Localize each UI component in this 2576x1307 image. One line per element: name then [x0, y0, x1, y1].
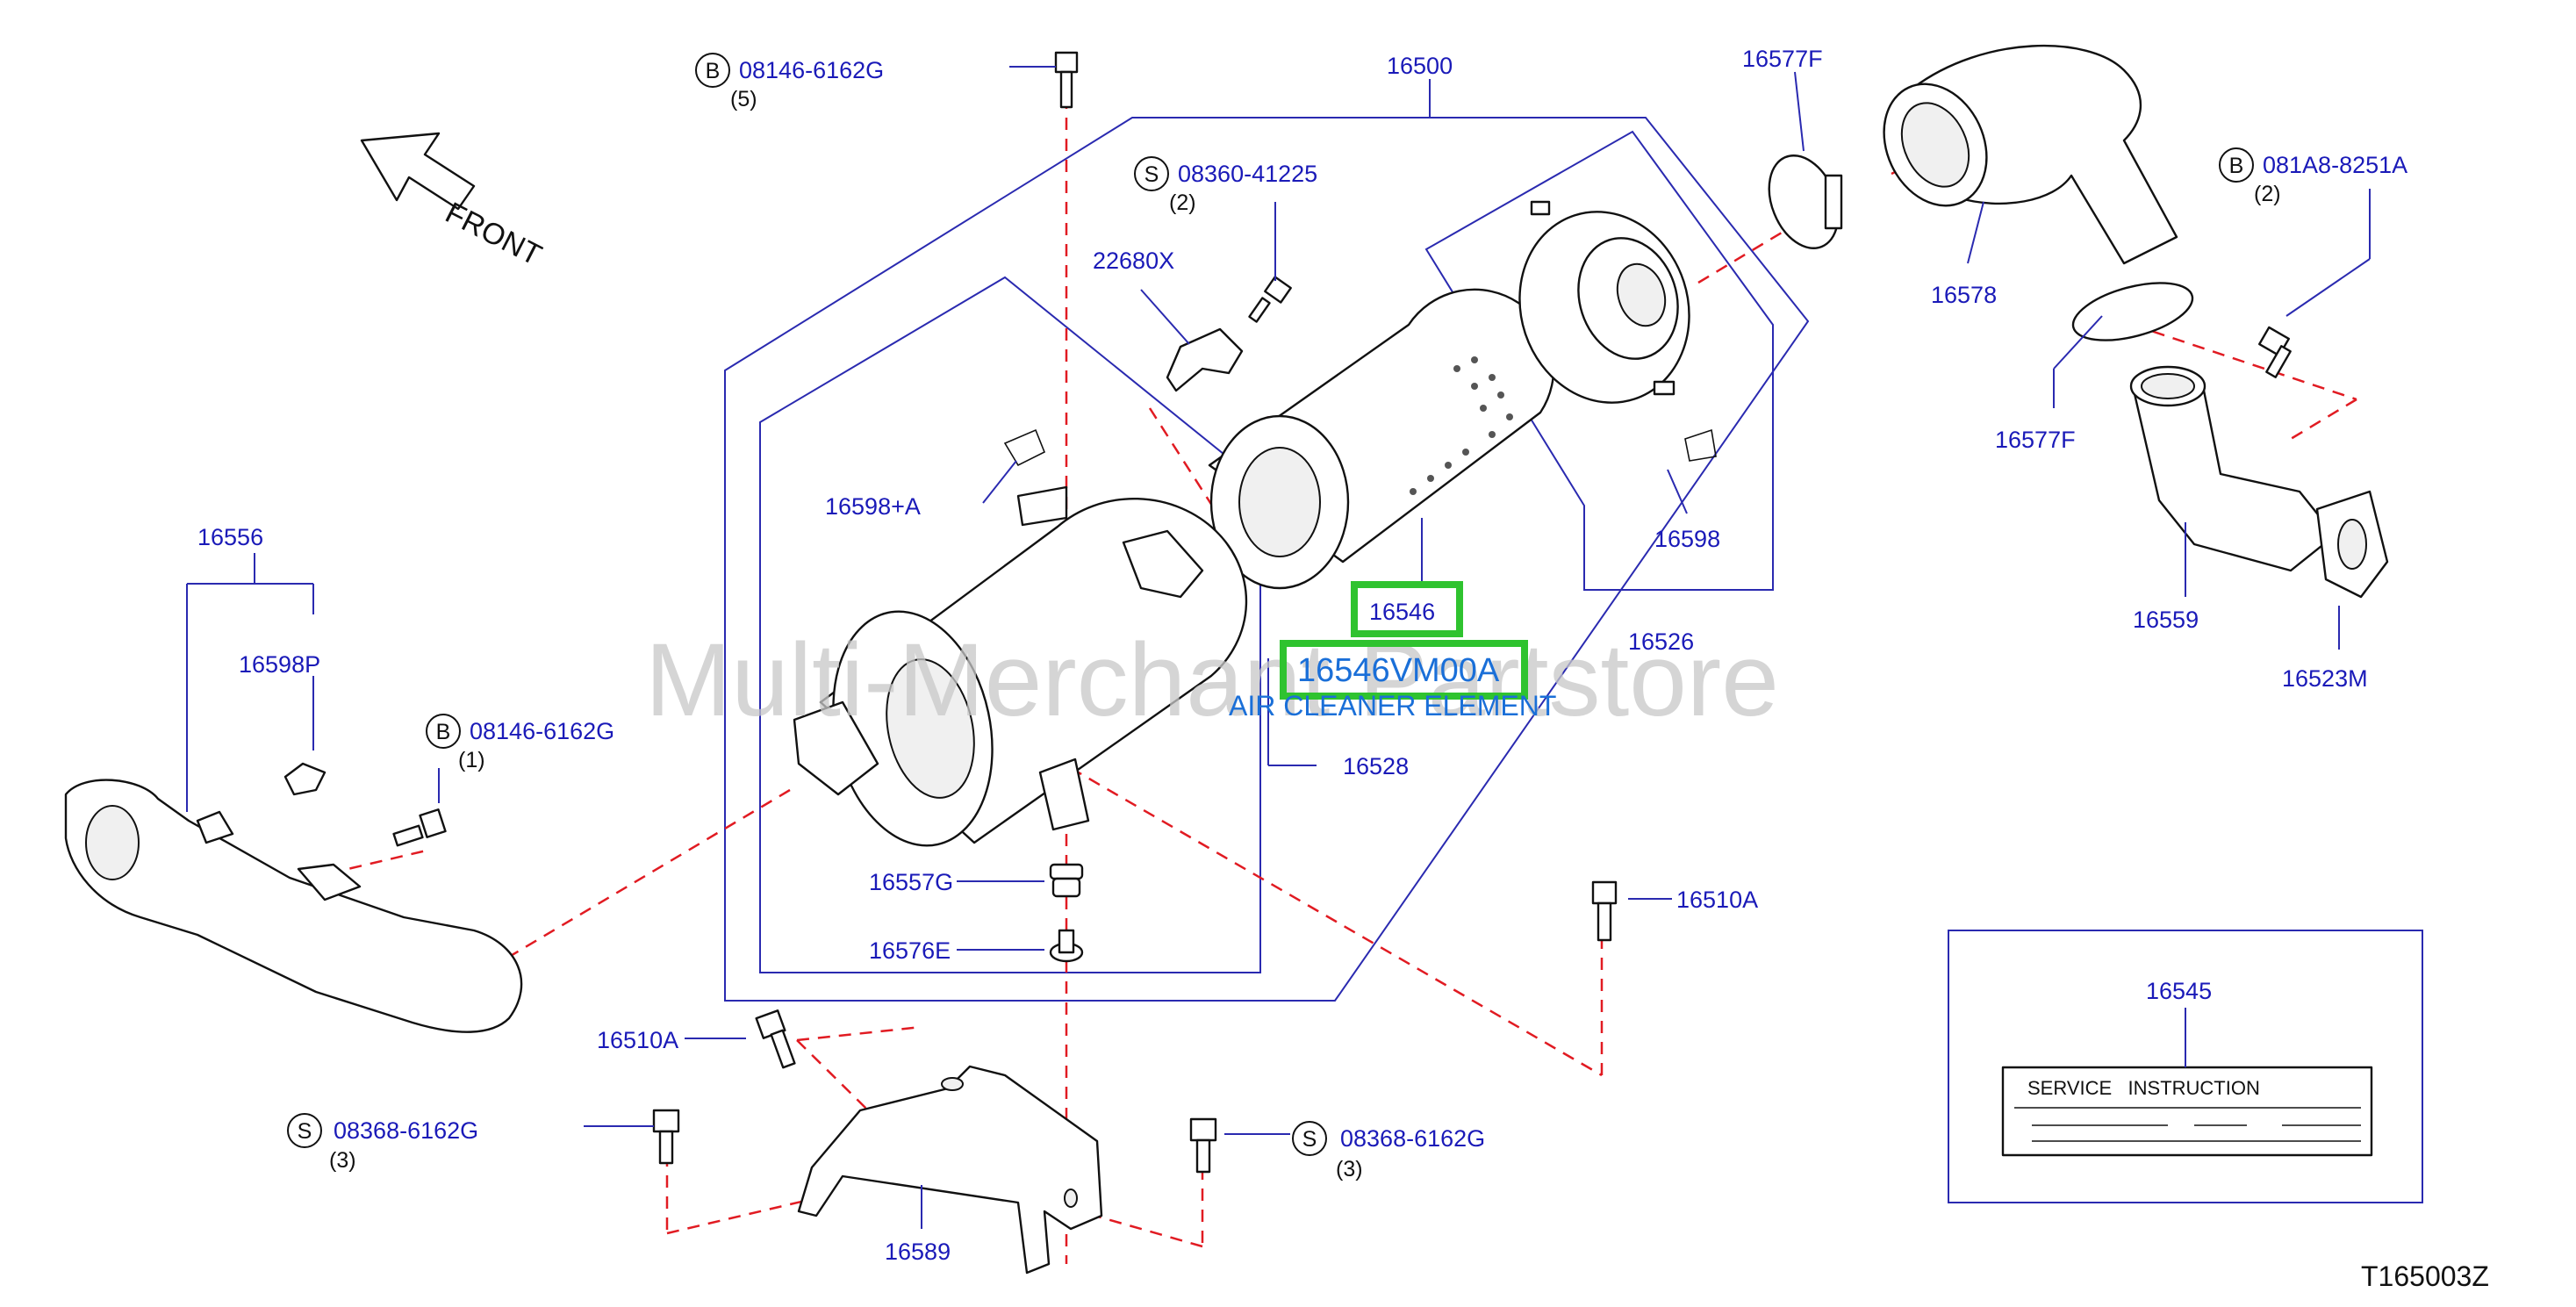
bolt-08146-top	[1054, 51, 1079, 109]
subframe-16528	[759, 276, 1261, 973]
bolt-081A8	[2258, 326, 2292, 378]
screw-08360	[1248, 276, 1292, 323]
hose-clamp-16577F-low	[2071, 282, 2194, 341]
air-cleaner-body-16528	[793, 485, 1248, 847]
fastener-1-part: 08146-6162G	[739, 57, 884, 83]
callout-16557G: 16557G	[869, 869, 953, 895]
clip-16598A	[1003, 428, 1046, 467]
bracket-16589	[797, 1065, 1103, 1275]
fastener-6-letter: S	[1302, 1127, 1317, 1152]
callout-16577F-low: 16577F	[1995, 427, 2076, 453]
air-cleaner-element-16546	[1208, 288, 1555, 590]
fastener-2-qty: (2)	[1169, 190, 1196, 215]
fastener-1-qty: (5)	[730, 87, 757, 111]
fastener-callout-2: S 08360-41225 (2)	[1134, 156, 1317, 215]
service-instruction-panel: SERVICE INSTRUCTION	[1948, 930, 2423, 1203]
fastener-4-letter: B	[436, 720, 451, 744]
callout-16510A-left: 16510A	[597, 1027, 678, 1053]
front-arrow: FRONT	[360, 132, 547, 272]
hose-clamp-16577F-top	[1768, 154, 1843, 249]
fastener-4-part: 08146-6162G	[470, 718, 614, 744]
front-arrow-icon	[360, 132, 476, 211]
fastener-5-part: 08368-6162G	[334, 1117, 478, 1144]
callout-16510A-right: 16510A	[1676, 887, 1758, 913]
callout-16578: 16578	[1931, 282, 1997, 308]
fastener-callout-6: S 08368-6162G (3)	[1292, 1121, 1485, 1181]
fastener-1-letter: B	[706, 59, 721, 83]
sensor-22680X	[1166, 327, 1244, 392]
fastener-6-qty: (3)	[1336, 1157, 1363, 1181]
bolt-08368-left	[652, 1109, 680, 1165]
highlight-part-number[interactable]: 16546	[1369, 599, 1435, 625]
intake-duct-16556	[64, 779, 523, 1033]
fastener-3-part: 081A8-8251A	[2263, 152, 2407, 178]
fastener-6-part: 08368-6162G	[1340, 1125, 1485, 1152]
collar-16576E	[1049, 929, 1084, 963]
fastener-callout-3: B 081A8-8251A (2)	[2219, 147, 2407, 206]
fastener-2-part: 08360-41225	[1178, 161, 1317, 187]
callout-16577F-top: 16577F	[1742, 46, 1823, 72]
callout-22680X: 22680X	[1093, 248, 1174, 274]
fastener-4-qty: (1)	[458, 748, 485, 772]
air-duct-16559	[2129, 365, 2336, 572]
gasket-16523M	[2315, 490, 2389, 599]
highlight-box-oem-number[interactable]	[1280, 640, 1528, 700]
callout-16500: 16500	[1387, 53, 1453, 79]
assembly-dashed-lines	[328, 97, 2357, 1264]
assembly-frame-16500	[724, 117, 1810, 1002]
callout-16556: 16556	[197, 524, 263, 550]
air-cleaner-cover-16526	[1518, 200, 1690, 404]
callout-labels: 16500 16577F 16578 16577F 16559 16523M 1…	[197, 46, 2368, 1265]
subframe-16526	[1424, 130, 1774, 591]
fastener-5-letter: S	[298, 1119, 312, 1144]
fastener-3-qty: (2)	[2254, 182, 2281, 206]
callout-16598P: 16598P	[239, 651, 320, 678]
intake-hose-16578	[1883, 44, 2178, 265]
fastener-5-qty: (3)	[329, 1148, 356, 1173]
fastener-callout-5: S 08368-6162G (3)	[287, 1113, 478, 1173]
highlight-oem-number[interactable]: 16546VM00A	[1297, 652, 1500, 689]
highlight-box-part-number[interactable]	[1351, 581, 1463, 637]
callout-16523M: 16523M	[2282, 665, 2368, 692]
bolt-08146-left	[392, 808, 447, 847]
bolt-16510A-right	[1591, 880, 1618, 942]
fastener-2-letter: S	[1144, 162, 1159, 187]
callout-16576E: 16576E	[869, 937, 951, 964]
watermark: Multi-Merchant Partstore	[645, 622, 1779, 738]
callout-16526: 16526	[1628, 628, 1694, 655]
callout-16598: 16598	[1654, 526, 1720, 552]
front-label: FRONT	[440, 196, 547, 272]
fastener-3-letter: B	[2229, 154, 2244, 178]
callout-16545: 16545	[2146, 978, 2212, 1004]
callout-16589: 16589	[885, 1239, 951, 1265]
highlight-description: AIR CLEANER ELEMENT	[1229, 690, 1556, 722]
highlighted-part[interactable]: 16546 16546VM00A AIR CLEANER ELEMENT	[1229, 581, 1556, 722]
bolt-16510A-left	[755, 1009, 796, 1069]
clip-16598	[1684, 428, 1717, 462]
leader-lines	[186, 66, 2371, 1229]
callout-16528: 16528	[1343, 753, 1409, 779]
service-instruction-text: SERVICE INSTRUCTION	[2027, 1077, 2260, 1099]
callout-16598A: 16598+A	[825, 493, 921, 520]
diagram-code: T165003Z	[2361, 1260, 2489, 1292]
callout-16559: 16559	[2133, 607, 2199, 633]
fastener-callout-1: B 08146-6162G (5)	[695, 53, 884, 111]
bolt-08368-right	[1189, 1117, 1217, 1174]
grommet-16557G	[1049, 863, 1084, 898]
fastener-callout-4: B 08146-6162G (1)	[426, 714, 614, 772]
plug-16598P	[283, 762, 326, 796]
